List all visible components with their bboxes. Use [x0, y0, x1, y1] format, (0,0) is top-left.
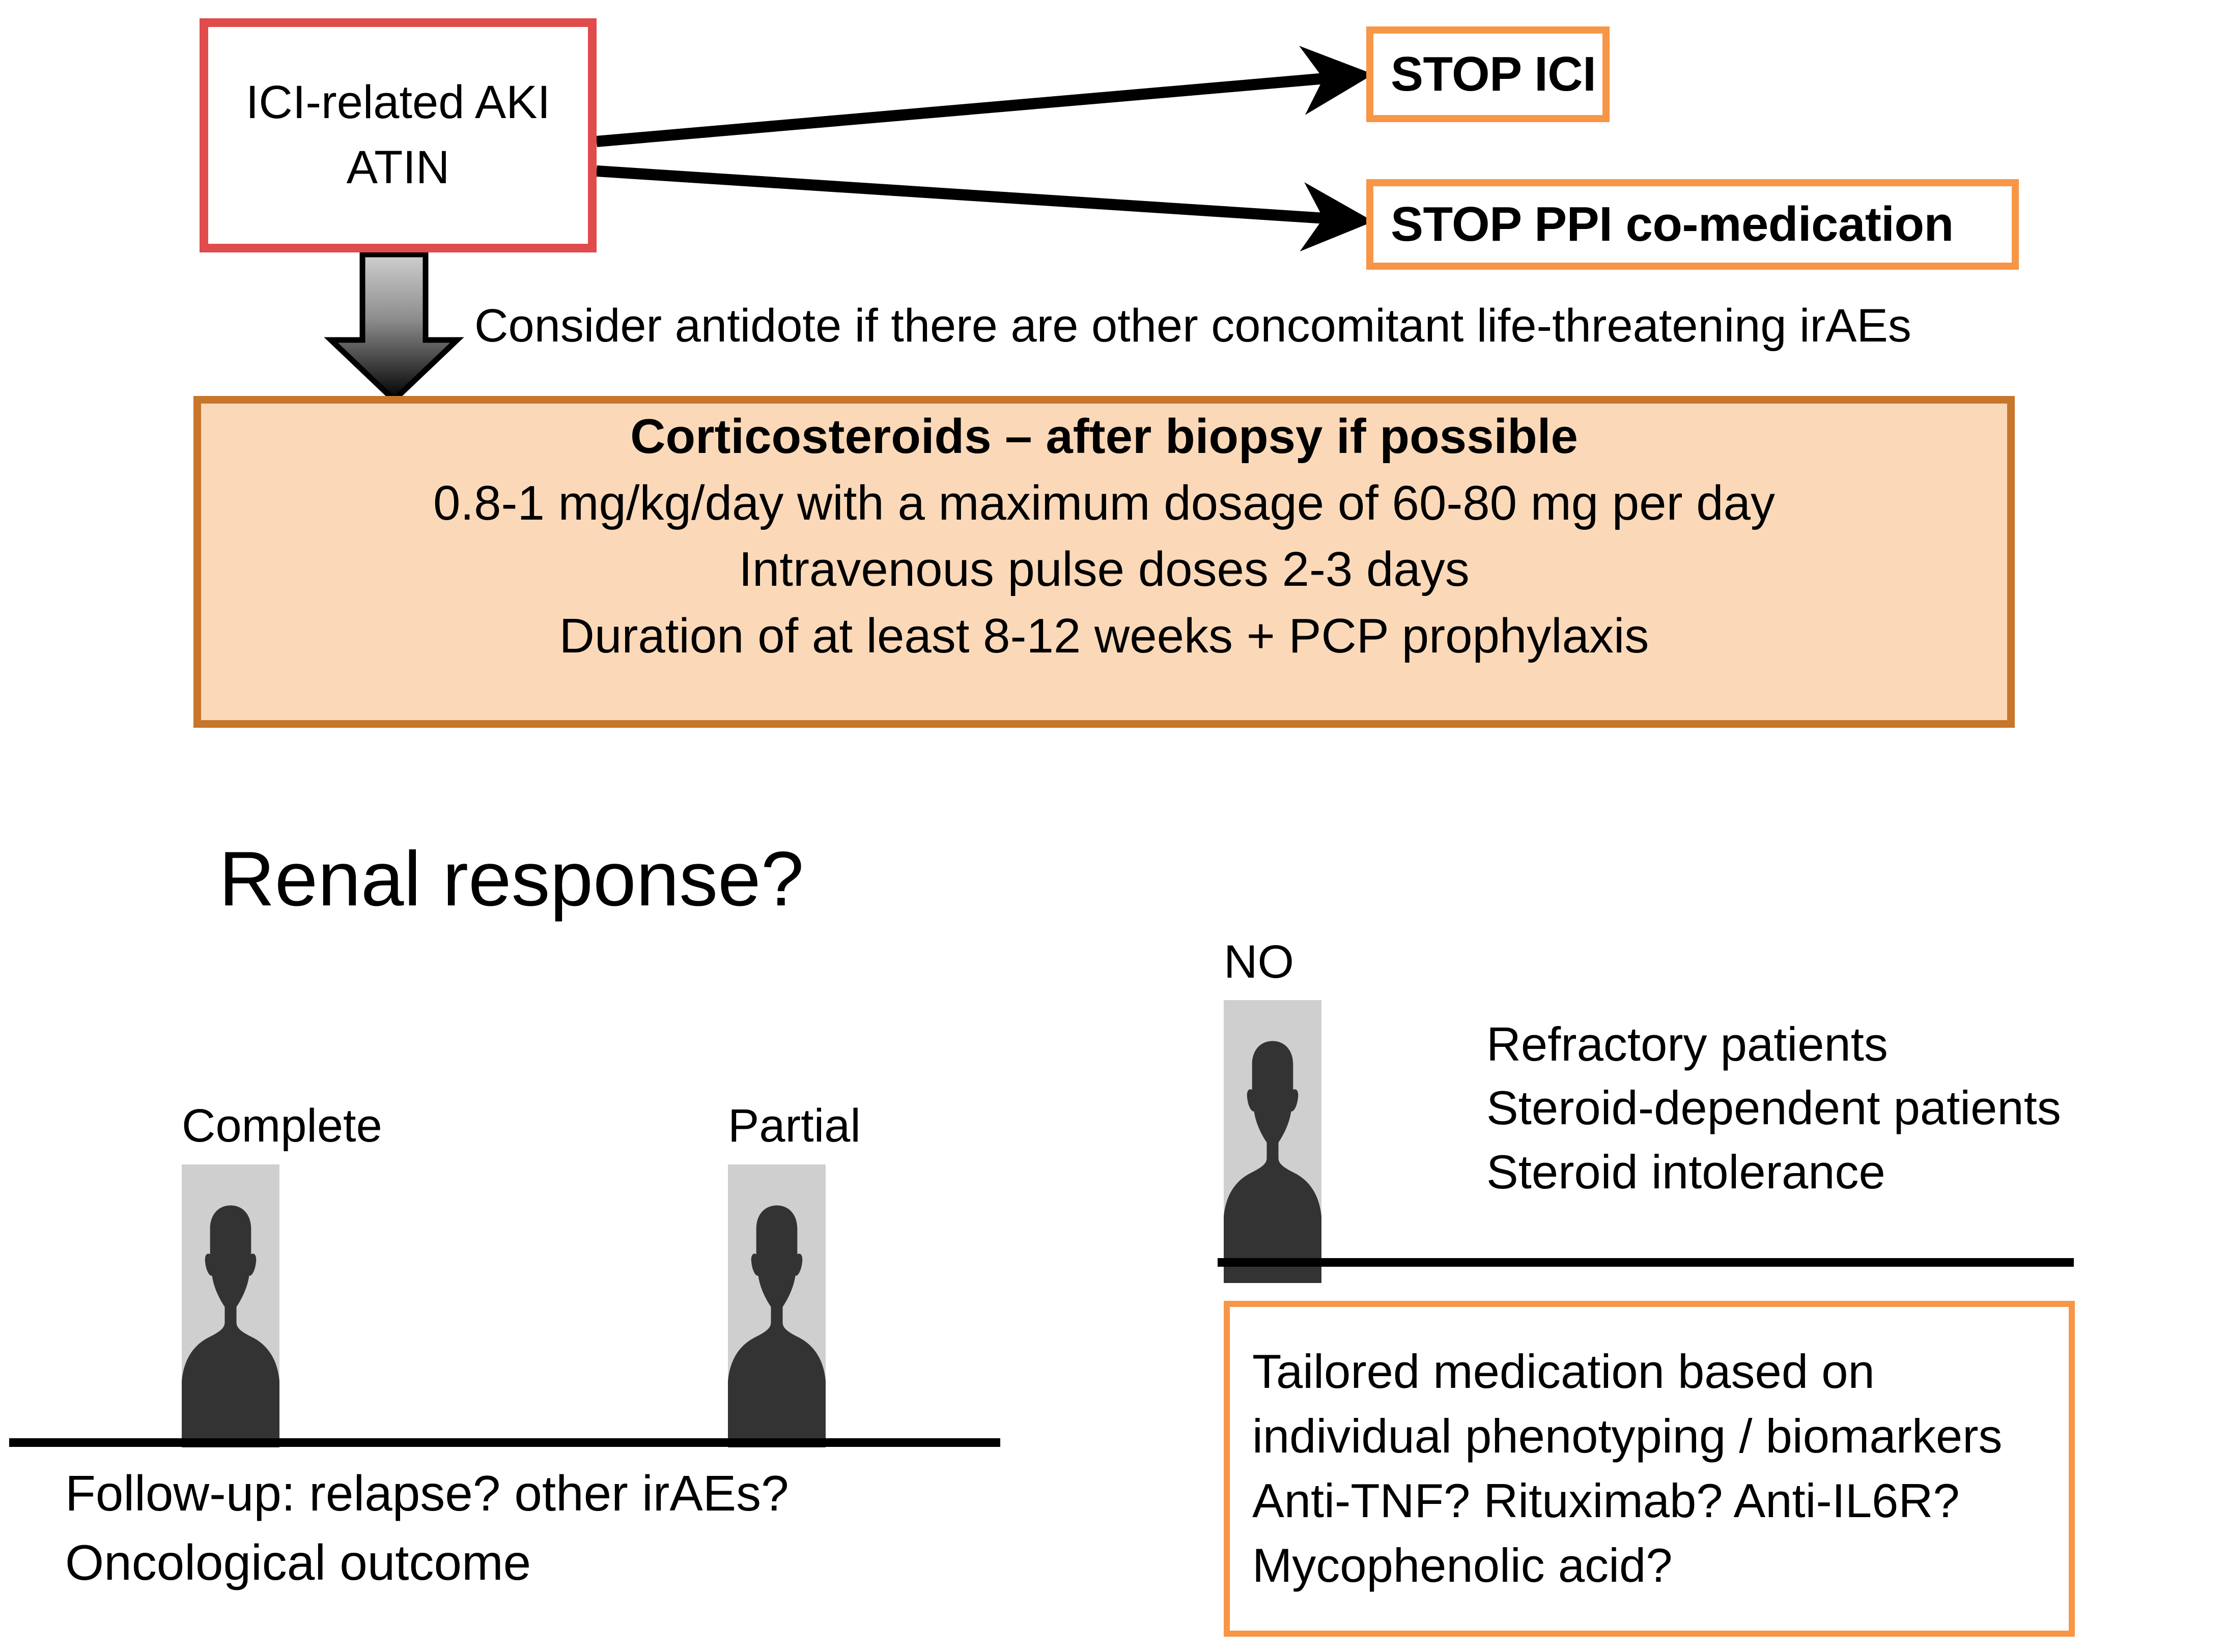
arrow-to-steroids — [324, 251, 464, 404]
followup-line-1: Follow-up: relapse? other irAEs? — [65, 1465, 789, 1521]
steroid-title: Corticosteroids – after biopsy if possib… — [630, 409, 1578, 464]
caption-partial: Partial — [728, 1100, 861, 1152]
refractory-line-1: Refractory patients — [1486, 1017, 1888, 1071]
diagnosis-line-2: ATIN — [346, 141, 450, 193]
steroid-duration-line: Duration of at least 8-12 weeks + PCP pr… — [559, 608, 1649, 663]
followup-text: Follow-up: relapse? other irAEs? Oncolog… — [65, 1465, 789, 1591]
tailored-line-2: individual phenotyping / biomarkers — [1252, 1409, 2003, 1463]
refractory-line-3: Steroid intolerance — [1486, 1145, 1885, 1199]
refractory-criteria-list: Refractory patients Steroid-dependent pa… — [1486, 1017, 2061, 1199]
person-icon-no-response — [1224, 1000, 1321, 1283]
tailored-medication-box: Tailored medication based on individual … — [1224, 1301, 2075, 1637]
stop-ici-box: STOP ICI — [1366, 26, 1610, 122]
tailored-line-1: Tailored medication based on — [1252, 1345, 1875, 1399]
stop-ici-label: STOP ICI — [1391, 47, 1596, 101]
tailored-line-4: Mycophenolic acid? — [1252, 1538, 1673, 1592]
arrow-to-stop-ppi — [596, 165, 1374, 252]
person-icon-complete — [182, 1164, 279, 1447]
renal-response-heading: Renal response? — [219, 836, 804, 922]
steroid-pulse-line: Intravenous pulse doses 2-3 days — [739, 542, 1470, 597]
antidote-note: Consider antidote if there are other con… — [474, 300, 1911, 352]
caption-no: NO — [1224, 936, 1294, 988]
stop-ppi-label: STOP PPI co-medication — [1391, 197, 1954, 251]
steroid-dose-line: 0.8-1 mg/kg/day with a maximum dosage of… — [433, 475, 1775, 530]
baseline-rule-right — [1218, 1258, 2074, 1267]
corticosteroid-box: Corticosteroids – after biopsy if possib… — [193, 396, 2015, 728]
tailored-line-3: Anti-TNF? Rituximab? Anti-IL6R? — [1252, 1474, 1960, 1527]
refractory-line-2: Steroid-dependent patients — [1486, 1081, 2061, 1135]
caption-complete: Complete — [182, 1100, 382, 1152]
arrow-to-stop-ici — [596, 46, 1374, 147]
diagnosis-line-1: ICI-related AKI — [245, 76, 551, 129]
diagnosis-box: ICI-related AKI ATIN — [200, 18, 597, 252]
stop-ppi-box: STOP PPI co-medication — [1366, 179, 2019, 270]
followup-line-2: Oncological outcome — [65, 1534, 531, 1590]
baseline-rule-left — [9, 1438, 1000, 1447]
person-icon-partial — [728, 1164, 826, 1447]
